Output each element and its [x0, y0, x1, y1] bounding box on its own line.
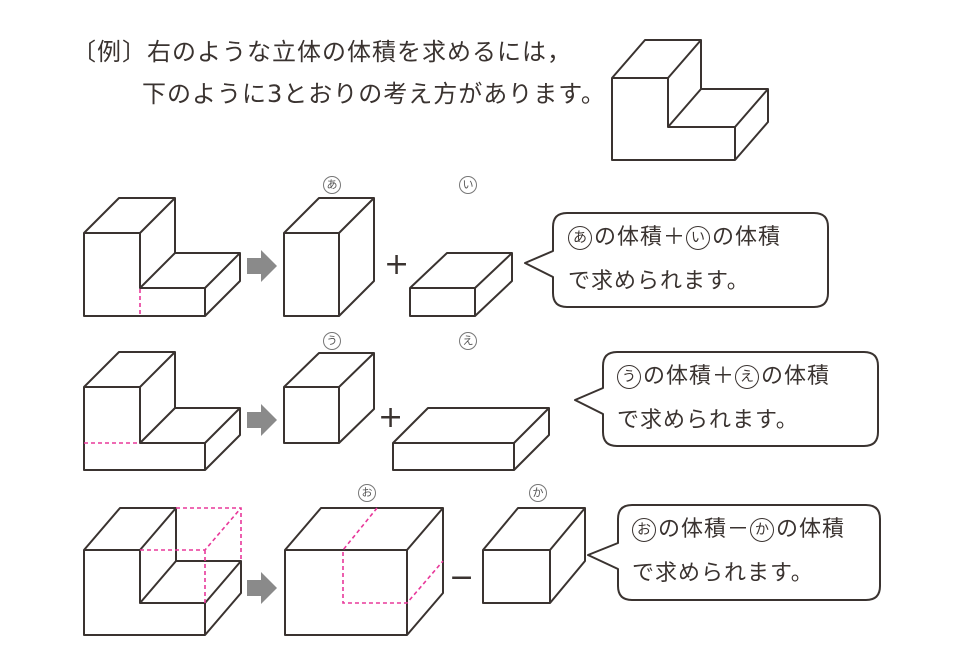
circled-o: お [632, 518, 656, 542]
bubble-end: の体積 [776, 517, 846, 542]
bubble-mid: の体積＋ [594, 225, 687, 250]
label-o: お [358, 484, 376, 502]
solid-u-edges [284, 352, 375, 443]
speech-bubble-1 [524, 212, 829, 308]
label-i: い [459, 176, 477, 194]
l-solid-row-2-edges [84, 351, 241, 470]
label-e: え [459, 332, 477, 350]
label-ka: か [529, 484, 547, 502]
bubble-line-2: で求められます。 [632, 561, 814, 586]
bubble-text-2: うの体積＋えの体積 で求められます。 [617, 355, 830, 443]
circled-i: い [686, 226, 711, 250]
bubble-text-3: おの体積－かの体積 で求められます。 [632, 508, 845, 596]
circled-ka: か [750, 518, 775, 542]
solid-i [409, 252, 513, 317]
arrow-right-icon [247, 250, 277, 282]
solid-o-edges [285, 507, 444, 635]
label-a: あ [323, 176, 341, 194]
bubble-line-2: で求められます。 [568, 269, 750, 294]
minus-sign: − [449, 560, 475, 595]
intro-line-2: 下のように3とおりの考え方があります。 [142, 80, 606, 108]
plus-sign: + [378, 400, 404, 435]
l-solid-row-1-edges [84, 197, 241, 316]
bubble-text-1: あの体積＋いの体積 で求められます。 [568, 216, 781, 304]
l-solid-row-2 [83, 351, 241, 471]
solid-i-edges [410, 252, 513, 316]
bubble-line-2: で求められます。 [617, 408, 799, 433]
bubble-mid: の体積－ [658, 517, 751, 542]
solid-a [283, 197, 375, 317]
solid-o [284, 507, 444, 636]
solid-e [392, 407, 550, 471]
bubble-end: の体積 [761, 364, 831, 389]
speech-bubble-3 [587, 504, 881, 601]
removed-part-lines [342, 507, 444, 604]
circled-u: う [617, 365, 641, 389]
arrow-right-icon [247, 572, 277, 604]
speech-bubble-2 [574, 351, 879, 447]
solid-a-edges [284, 197, 375, 316]
circled-a: あ [568, 226, 592, 250]
arrow-right-icon [247, 404, 277, 436]
plus-sign: + [384, 247, 410, 282]
example-l-solid-edges [612, 39, 769, 160]
l-solid-row-3 [83, 507, 242, 636]
completion-lines [140, 507, 242, 603]
solid-ka-edges [483, 507, 586, 603]
label-u: う [323, 332, 341, 350]
bubble-mid: の体積＋ [643, 364, 736, 389]
solid-e-edges [393, 407, 550, 470]
circled-e: え [735, 365, 760, 389]
solid-ka [482, 507, 586, 604]
intro-line-1: 〔例〕右のような立体の体積を求めるには， [72, 38, 572, 66]
l-solid-row-1 [83, 197, 241, 317]
example-l-solid [611, 39, 769, 161]
bubble-end: の体積 [712, 225, 782, 250]
